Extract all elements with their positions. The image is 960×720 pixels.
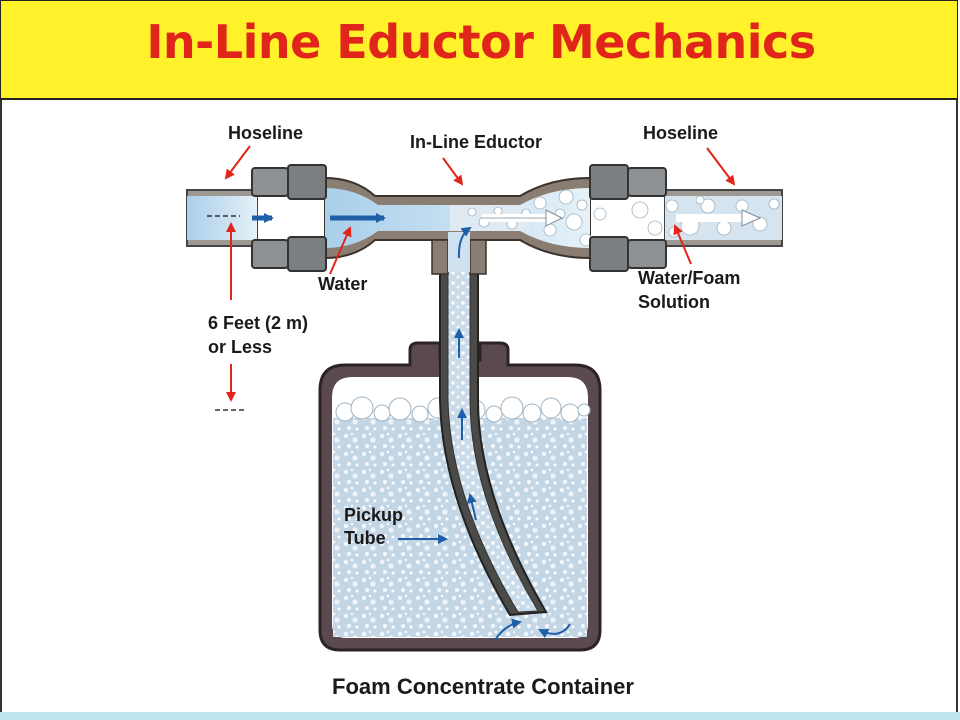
bottom-strip: [0, 712, 960, 720]
label-height-line2: or Less: [208, 337, 272, 357]
frame-left-border: [0, 100, 2, 720]
label-eductor: In-Line Eductor: [410, 132, 542, 152]
callout-arrows: [224, 145, 736, 544]
height-measurement: [207, 215, 246, 411]
label-pickup-line1: Pickup: [344, 505, 403, 525]
eductor-body: [186, 164, 783, 641]
pickup-tube: [439, 269, 548, 617]
label-hoseline-left: Hoseline: [228, 123, 303, 143]
label-hoseline-right: Hoseline: [643, 123, 718, 143]
label-solution-line2: Solution: [638, 292, 710, 312]
coupling-left: [251, 164, 327, 272]
flow-arrows: [252, 209, 762, 641]
title-banner: In-Line Eductor Mechanics: [0, 0, 958, 100]
label-height-line1: 6 Feet (2 m): [208, 313, 308, 333]
pickup-fitting: [431, 232, 487, 275]
frame-right-border: [956, 100, 958, 720]
label-container: Foam Concentrate Container: [332, 674, 634, 699]
label-solution-line1: Water/Foam: [638, 268, 740, 288]
label-pickup-line2: Tube: [344, 528, 386, 548]
label-water: Water: [318, 274, 367, 294]
coupling-right: [589, 164, 667, 272]
eductor-diagram: Hoseline In-Line Eductor Hoseline Water …: [186, 123, 783, 699]
foam-surface-bubbles: [335, 396, 591, 423]
page-title: In-Line Eductor Mechanics: [146, 15, 816, 69]
